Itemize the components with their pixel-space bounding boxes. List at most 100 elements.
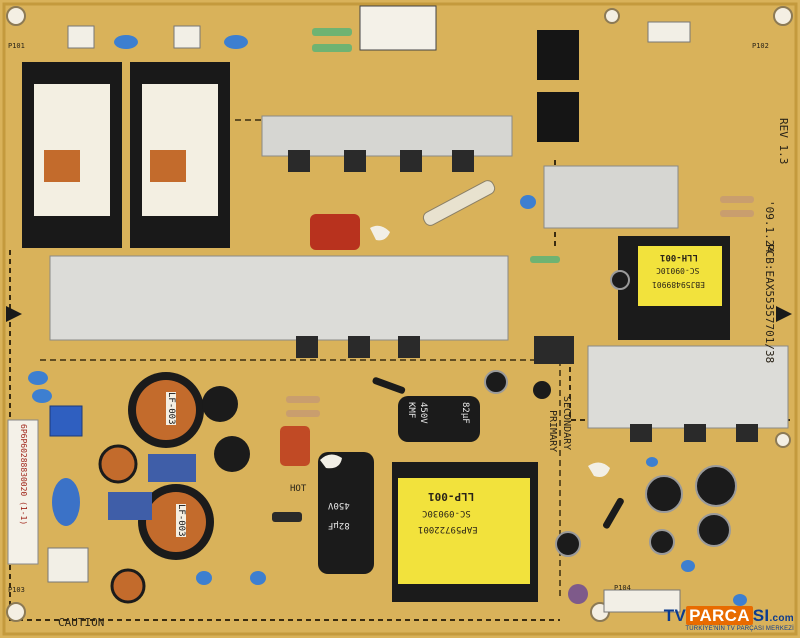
electrolytic-cap	[555, 531, 581, 557]
hot-label: HOT	[290, 484, 307, 494]
small-choke	[98, 444, 138, 484]
cable-tie	[320, 454, 342, 469]
mosfet	[684, 424, 706, 442]
mosfet	[736, 424, 758, 442]
transformer-small-part: EBJ59489901	[652, 280, 705, 289]
ceramic-cap-blue	[224, 35, 248, 49]
electrolytic-cap	[610, 270, 630, 290]
choke2-label: LF-003	[176, 504, 186, 537]
input-connector-white	[47, 547, 89, 583]
mount-hole	[6, 602, 26, 622]
ceramic-cap-blue	[114, 35, 138, 49]
connector-black	[537, 30, 579, 80]
transformer-main-code: SC-09030C	[422, 508, 471, 518]
pcb-code-label: PCB:EAX55357701/38	[763, 244, 776, 364]
ceramic-cap-blue	[28, 371, 48, 385]
mosfet	[288, 150, 310, 172]
transformer-winding	[150, 150, 186, 182]
connector-black	[537, 92, 579, 142]
bulk-capacitor	[318, 452, 374, 574]
transistor	[533, 381, 551, 399]
resistor	[312, 44, 352, 52]
electrolytic-cap	[697, 513, 731, 547]
arrow-mark-left	[6, 306, 22, 322]
watermark-com: .com	[769, 613, 794, 624]
secondary-label: SECONDARY	[561, 396, 572, 451]
electrolytic-cap	[649, 529, 675, 555]
choke1-label: LF-003	[166, 392, 176, 425]
transformer-small-label: LLH-001	[660, 252, 698, 262]
connector-white-right	[647, 21, 691, 43]
p102-label: P102	[752, 42, 769, 50]
connector-bottom	[603, 589, 681, 613]
electrolytic-cap-purple	[568, 584, 588, 604]
connector-white	[173, 25, 201, 49]
input-connector-blue	[49, 405, 83, 437]
ceramic-cap-blue	[520, 195, 536, 209]
cable-tie	[370, 225, 390, 241]
heatsink-right-bottom	[587, 345, 789, 429]
transformer-small-body	[638, 246, 722, 306]
cap1-voltage: 450V	[418, 402, 428, 424]
resistor	[530, 256, 560, 263]
resistor	[312, 28, 352, 36]
resistor	[286, 396, 320, 403]
mosfet	[630, 424, 652, 442]
ceramic-cap-blue	[32, 389, 52, 403]
small-choke	[110, 568, 146, 604]
transformer-main-body	[398, 478, 530, 584]
ceramic-cap-blue	[733, 594, 747, 606]
mosfet	[348, 336, 370, 358]
ceramic-cap-blue	[250, 571, 266, 585]
resistor	[720, 196, 754, 203]
cap2-capacitance: 82µF	[328, 520, 350, 530]
mosfet	[296, 336, 318, 358]
white-label	[359, 5, 437, 51]
resistor	[720, 210, 754, 217]
mosfet	[344, 150, 366, 172]
mount-hole	[775, 432, 791, 448]
watermark-tv: TV	[663, 606, 687, 625]
watermark-tagline: TÜRKİYE'NİN TV PARÇASI MERKEZİ	[685, 626, 794, 632]
barcode-label	[7, 419, 39, 565]
electrolytic-cap	[484, 370, 508, 394]
transformer-main-part: EAP59722001	[418, 524, 478, 534]
fuse-glass	[422, 180, 496, 226]
diode	[603, 497, 624, 529]
mosfet	[400, 150, 422, 172]
arrow-mark-right	[776, 306, 792, 322]
transformer-main-label: LLP-001	[428, 490, 475, 503]
board-label-code: 6P6P60288830020 (1-1)	[19, 424, 28, 526]
mount-hole	[6, 6, 26, 26]
bulk-capacitor	[398, 396, 480, 442]
caution-label: CAUTION	[58, 616, 105, 629]
varistor-blue	[52, 478, 80, 526]
bridge-rectifier	[214, 436, 250, 472]
watermark-si: SI	[752, 606, 770, 625]
rev-label: REV 1.3	[777, 118, 790, 165]
cap1-brand: KMF	[406, 402, 416, 419]
transformer-small-code: SC-09010C	[656, 266, 700, 275]
ceramic-cap-blue	[196, 571, 212, 585]
connector-white	[67, 25, 95, 49]
p103-label: P103	[8, 586, 25, 594]
x-capacitor-blue	[148, 454, 196, 482]
heatsink-main	[49, 255, 509, 341]
watermark-parca: PARCA	[686, 606, 753, 625]
film-capacitor-red	[310, 214, 360, 250]
mosfet	[452, 150, 474, 172]
heatsink-top	[261, 115, 513, 157]
primary-label: PRIMARY	[547, 410, 558, 453]
mount-hole	[604, 8, 620, 24]
resistor	[286, 410, 320, 417]
p104-label: P104	[614, 584, 631, 592]
electrolytic-cap	[645, 475, 683, 513]
pin-header	[534, 336, 574, 364]
ceramic-cap-blue	[681, 560, 695, 572]
bridge-rectifier	[202, 386, 238, 422]
ceramic-cap-blue	[646, 457, 658, 467]
mount-hole	[773, 6, 793, 26]
transformer-winding	[44, 150, 80, 182]
